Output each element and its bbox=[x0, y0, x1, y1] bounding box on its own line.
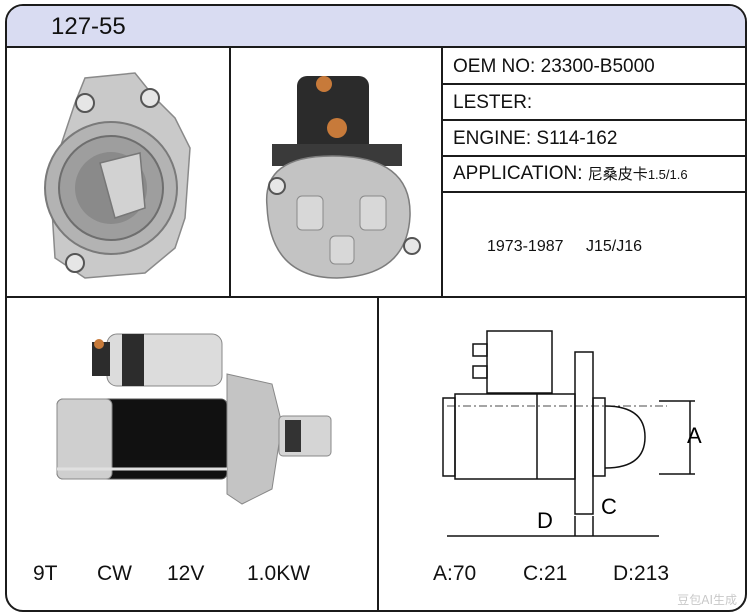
dimension-d-value: D:213 bbox=[613, 562, 670, 585]
starter-front-photo bbox=[44, 72, 191, 279]
application-value: 尼桑皮卡 bbox=[587, 165, 648, 183]
lester-label: LESTER: bbox=[453, 92, 533, 113]
divider bbox=[443, 83, 745, 85]
starter-rear-photo bbox=[265, 76, 421, 279]
divider bbox=[229, 46, 231, 298]
engine-row: ENGINE: S114-162 bbox=[453, 128, 617, 150]
part-number: 127-55 bbox=[51, 13, 126, 40]
divider bbox=[443, 155, 745, 157]
oem-row: OEM NO: 23300-B5000 bbox=[453, 56, 655, 78]
application-label: APPLICATION: bbox=[453, 163, 583, 184]
product-sheet: 127-55 OEM NO: 23300-B5000 LESTER: ENGIN… bbox=[5, 4, 747, 612]
divider bbox=[441, 46, 443, 298]
engine-label: ENGINE: bbox=[453, 128, 532, 149]
application-row: APPLICATION: 尼桑皮卡1.5/1.6 bbox=[453, 163, 688, 185]
voltage: 12V bbox=[167, 562, 205, 585]
oem-label: OEM NO: bbox=[453, 56, 536, 77]
dimension-d-label: D bbox=[537, 508, 553, 533]
header-bar: 127-55 bbox=[7, 6, 745, 48]
power: 1.0KW bbox=[247, 562, 311, 585]
divider bbox=[377, 298, 379, 610]
oem-value: 23300-B5000 bbox=[540, 56, 655, 77]
starter-side-photo bbox=[56, 333, 332, 505]
year-range: 1973-1987 bbox=[487, 238, 564, 255]
dimension-c-value: C:21 bbox=[523, 562, 568, 585]
divider bbox=[443, 119, 745, 121]
model-codes: J15/J16 bbox=[585, 238, 643, 255]
lester-row: LESTER: bbox=[453, 92, 532, 114]
dimension-diagram: A C D bbox=[442, 330, 702, 537]
engine-value: S114-162 bbox=[536, 128, 618, 149]
application-size: 1.5/1.6 bbox=[647, 167, 688, 182]
year-range-row: 1973-1987 J15/J16 bbox=[487, 238, 660, 256]
divider bbox=[443, 191, 745, 193]
watermark: 豆包AI生成 bbox=[677, 593, 737, 607]
dimension-a-label: A bbox=[687, 423, 702, 448]
divider bbox=[7, 296, 745, 298]
rotation: CW bbox=[97, 562, 132, 585]
dimension-c-label: C bbox=[601, 494, 617, 519]
teeth-count: 9T bbox=[33, 562, 58, 585]
dimension-a-value: A:70 bbox=[433, 562, 477, 585]
